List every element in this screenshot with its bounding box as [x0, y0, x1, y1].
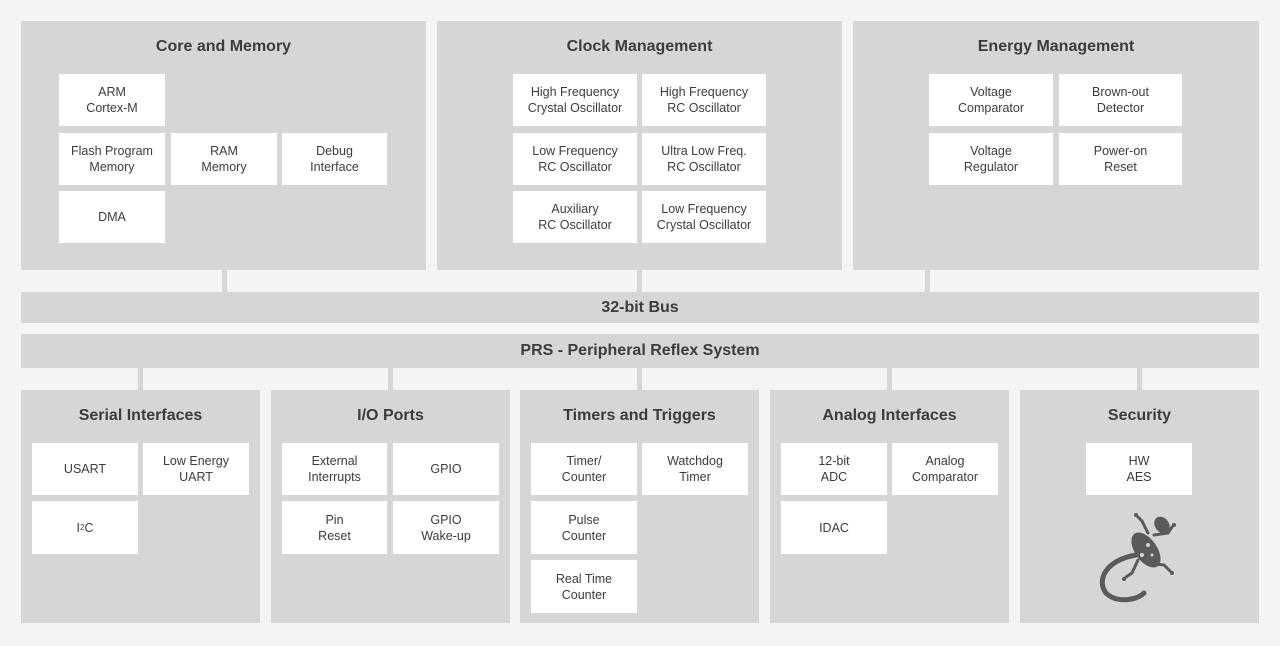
- pulse-counter-block: Pulse Counter: [531, 501, 637, 554]
- security-title: Security: [1107, 407, 1172, 424]
- arm-cortex-m-block: ARM Cortex-M: [59, 74, 165, 126]
- voltage-comparator-block: Voltage Comparator: [929, 74, 1053, 126]
- core-memory-panel: Core and Memory ARM Cortex-M Flash Progr…: [21, 21, 426, 270]
- serial-interfaces-title: Serial Interfaces: [78, 407, 203, 424]
- external-interrupts-block: External Interrupts: [282, 443, 387, 495]
- gpio-block: GPIO: [393, 443, 499, 495]
- lfxo-block: Low Frequency Crystal Oscillator: [642, 191, 766, 243]
- connector-clock-bus: [637, 270, 642, 292]
- hfrco-block: High Frequency RC Oscillator: [642, 74, 766, 126]
- usart-block: USART: [32, 443, 138, 495]
- connector-prs-security: [1137, 368, 1142, 390]
- gpio-wakeup-block: GPIO Wake-up: [393, 501, 499, 554]
- security-panel: Security HW AES: [1020, 390, 1259, 623]
- power-on-reset-block: Power-on Reset: [1059, 133, 1182, 185]
- pin-reset-block: Pin Reset: [282, 501, 387, 554]
- flash-memory-block: Flash Program Memory: [59, 133, 165, 185]
- energy-management-title: Energy Management: [977, 38, 1135, 55]
- leuart-block: Low Energy UART: [143, 443, 249, 495]
- auxhfrco-block: Auxiliary RC Oscillator: [513, 191, 637, 243]
- connector-core-bus: [222, 270, 227, 292]
- energy-management-panel: Energy Management Voltage Comparator Bro…: [853, 21, 1259, 270]
- real-time-counter-block: Real Time Counter: [531, 560, 637, 613]
- idac-block: IDAC: [781, 501, 887, 554]
- io-ports-panel: I/O Ports External Interrupts GPIO Pin R…: [271, 390, 510, 623]
- prs-bar: PRS - Peripheral Reflex System: [21, 334, 1259, 368]
- connector-prs-timers: [637, 368, 642, 390]
- ram-memory-block: RAM Memory: [171, 133, 277, 185]
- adc-block: 12-bit ADC: [781, 443, 887, 495]
- core-memory-title: Core and Memory: [155, 38, 292, 55]
- analog-comparator-block: Analog Comparator: [892, 443, 998, 495]
- analog-interfaces-panel: Analog Interfaces 12-bit ADC Analog Comp…: [770, 390, 1009, 623]
- connector-energy-bus: [925, 270, 930, 292]
- analog-interfaces-title: Analog Interfaces: [822, 407, 957, 424]
- serial-interfaces-panel: Serial Interfaces USART Low Energy UART …: [21, 390, 260, 623]
- voltage-regulator-block: Voltage Regulator: [929, 133, 1053, 185]
- watchdog-timer-block: Watchdog Timer: [642, 443, 748, 495]
- brown-out-detector-block: Brown-out Detector: [1059, 74, 1182, 126]
- hfxo-block: High Frequency Crystal Oscillator: [513, 74, 637, 126]
- timer-counter-block: Timer/ Counter: [531, 443, 637, 495]
- bus-bar: 32-bit Bus: [21, 292, 1259, 323]
- i2c-label-prefix: I: [76, 520, 80, 535]
- gecko-icon: [1099, 513, 1176, 603]
- hw-aes-block: HW AES: [1086, 443, 1192, 495]
- debug-interface-block: Debug Interface: [282, 133, 387, 185]
- connector-prs-analog: [887, 368, 892, 390]
- clock-management-title: Clock Management: [566, 38, 713, 55]
- connector-prs-serial: [138, 368, 143, 390]
- timers-triggers-title: Timers and Triggers: [563, 407, 716, 424]
- ulfrco-block: Ultra Low Freq. RC Oscillator: [642, 133, 766, 185]
- connector-prs-io: [388, 368, 393, 390]
- dma-block: DMA: [59, 191, 165, 243]
- lfrco-block: Low Frequency RC Oscillator: [513, 133, 637, 185]
- timers-triggers-panel: Timers and Triggers Timer/ Counter Watch…: [520, 390, 759, 623]
- i2c-label-suffix: C: [84, 520, 94, 535]
- io-ports-title: I/O Ports: [357, 407, 424, 424]
- clock-management-panel: Clock Management High Frequency Crystal …: [437, 21, 842, 270]
